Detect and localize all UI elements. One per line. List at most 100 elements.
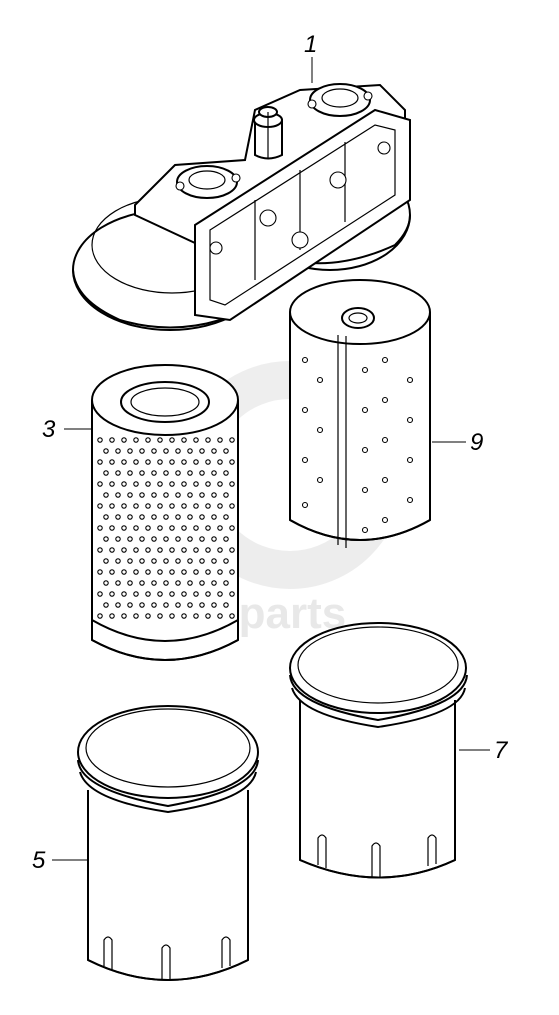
leader-lines (52, 57, 490, 861)
perforation-hole (145, 459, 151, 465)
part-9-filter-element (289, 279, 431, 548)
perforation-hole (181, 591, 187, 597)
perforation-hole (127, 536, 133, 542)
perforation-hole (199, 492, 205, 498)
perforation-hole (127, 470, 133, 476)
perforation-hole (121, 569, 127, 575)
perforation-hole (145, 437, 151, 443)
perforation-hole (181, 481, 187, 487)
perforation-hole (151, 536, 157, 542)
perforation-hole (217, 459, 223, 465)
perforation-hole (229, 547, 235, 553)
part-7-filter-cup (289, 622, 468, 879)
perforation-hole (133, 437, 139, 443)
perforation-hole (157, 459, 163, 465)
perforation-hole (223, 602, 229, 608)
perforation-hole (181, 459, 187, 465)
perforation-hole (115, 580, 121, 586)
perforation-hole (121, 525, 127, 531)
callout-3: 3 (42, 416, 56, 443)
perforation-hole (151, 558, 157, 564)
perforation-hole (115, 602, 121, 608)
perforation-hole (115, 492, 121, 498)
perforation-hole (181, 437, 187, 443)
perforation-hole (109, 459, 115, 465)
perforation-hole (133, 613, 139, 619)
perforation-hole (217, 525, 223, 531)
perforation-hole (205, 437, 211, 443)
perforation-hole (199, 448, 205, 454)
perforation-hole (103, 580, 109, 586)
perforation-hole (229, 459, 235, 465)
perforation-hole (139, 470, 145, 476)
perforation-hole (109, 613, 115, 619)
perforation-hole (211, 580, 217, 586)
perforation-hole (169, 547, 175, 553)
perforation-hole (163, 448, 169, 454)
perforation-hole (199, 470, 205, 476)
perforation-hole (163, 514, 169, 520)
perforation-hole (199, 558, 205, 564)
perforation-hole (229, 525, 235, 531)
callout-1: 1 (304, 31, 317, 58)
perforation-hole (217, 481, 223, 487)
perforation-hole (97, 481, 103, 487)
perforation-hole (157, 481, 163, 487)
perforation-hole (205, 481, 211, 487)
perforation-hole (199, 536, 205, 542)
perforation-hole (109, 591, 115, 597)
perforation-hole (169, 591, 175, 597)
perforation-hole (127, 580, 133, 586)
perforation-hole (139, 580, 145, 586)
perforation-hole (121, 503, 127, 509)
perforation-hole (223, 514, 229, 520)
perforation-hole (193, 525, 199, 531)
perforation-hole (97, 613, 103, 619)
perforation-hole (217, 547, 223, 553)
perforation-hole (97, 437, 103, 443)
perforation-hole (103, 448, 109, 454)
perforation-hole (139, 536, 145, 542)
perforation-holes-3 (97, 437, 235, 619)
perforation-hole (169, 437, 175, 443)
perforation-hole (121, 459, 127, 465)
perforation-hole (193, 503, 199, 509)
part-5-filter-cup (77, 705, 259, 981)
perforation-hole (223, 448, 229, 454)
perforation-hole (151, 448, 157, 454)
perforation-hole (217, 613, 223, 619)
perforation-hole (157, 503, 163, 509)
perforation-hole (145, 481, 151, 487)
perforation-hole (109, 503, 115, 509)
perforation-hole (127, 492, 133, 498)
perforation-hole (211, 602, 217, 608)
perforation-hole (157, 437, 163, 443)
perforation-hole (205, 547, 211, 553)
perforation-hole (163, 470, 169, 476)
perforation-hole (169, 481, 175, 487)
perforation-hole (181, 569, 187, 575)
perforation-hole (97, 591, 103, 597)
perforation-hole (211, 536, 217, 542)
perforation-hole (169, 569, 175, 575)
perforation-hole (103, 492, 109, 498)
perforation-hole (157, 569, 163, 575)
perforation-hole (145, 569, 151, 575)
perforation-hole (169, 503, 175, 509)
perforation-hole (133, 547, 139, 553)
perforation-hole (175, 558, 181, 564)
perforation-hole (175, 514, 181, 520)
perforation-hole (133, 503, 139, 509)
perforation-hole (157, 591, 163, 597)
perforation-hole (127, 448, 133, 454)
part-3-filter-element (91, 364, 239, 661)
perforation-hole (133, 459, 139, 465)
perforation-hole (127, 602, 133, 608)
perforation-hole (115, 558, 121, 564)
perforation-hole (109, 481, 115, 487)
perforation-hole (187, 558, 193, 564)
perforation-hole (157, 613, 163, 619)
perforation-hole (223, 470, 229, 476)
perforation-hole (217, 569, 223, 575)
